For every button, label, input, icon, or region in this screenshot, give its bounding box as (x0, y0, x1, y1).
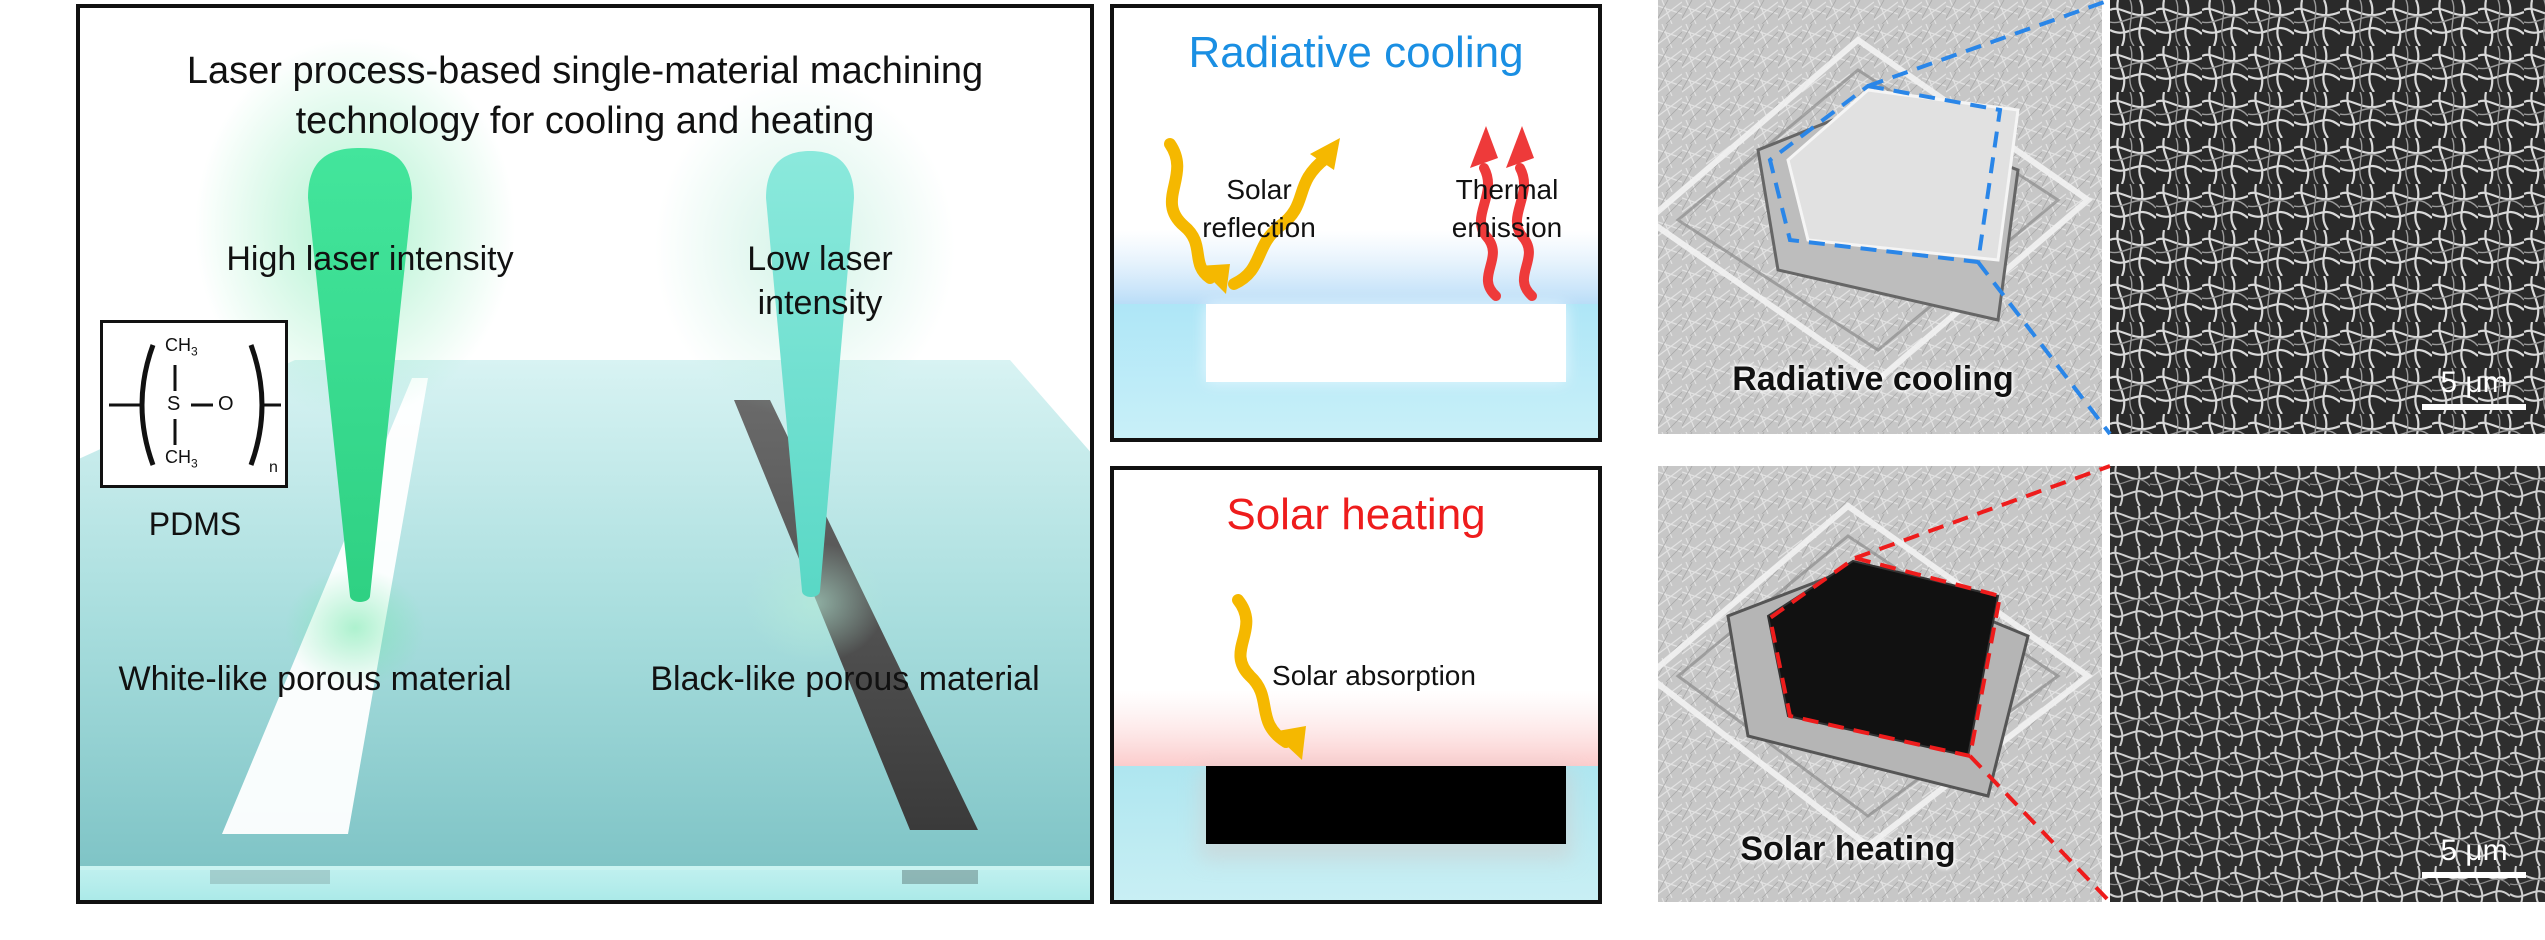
solar-reflection-label-line1: Solar (1226, 174, 1292, 205)
high-laser-label: High laser intensity (226, 240, 514, 278)
solar-absorption-label: Solar absorption (1272, 660, 1476, 691)
solar-incoming-arrow (1164, 138, 1216, 284)
black-coating-block (1206, 766, 1566, 844)
cooling-photo-caption: Radiative cooling (1732, 360, 2014, 398)
laser-process-illustration (80, 38, 1090, 900)
thermal-emission-label-line2: emission (1451, 212, 1563, 243)
solar-reflection-label-line2: reflection (1202, 212, 1316, 243)
white-material-label: White-like porous material (118, 660, 512, 698)
solar-reflected-arrow (1228, 152, 1332, 290)
formula-ch3-top: CH (165, 335, 191, 355)
heating-title: Solar heating (1226, 490, 1486, 539)
cooling-sample-photo: Radiative cooling (1658, 0, 2102, 434)
cooling-title: Radiative cooling (1188, 28, 1524, 77)
solar-absorbed-arrow (1232, 594, 1292, 748)
high-intensity-laser-beam (308, 148, 412, 596)
scale-bar-top (2422, 404, 2526, 410)
thermal-emission-label-line1: Thermal (1455, 174, 1559, 205)
main-title-line2: technology for cooling and heating (295, 100, 875, 142)
low-laser-label-line1: Low laser (747, 240, 893, 278)
scale-bar-top-label: 5 μm (2440, 366, 2508, 399)
low-intensity-laser-beam (766, 151, 854, 591)
black-material-label: Black-like porous material (650, 660, 1040, 698)
formula-n: n (269, 459, 278, 476)
scale-bar-bottom (2422, 872, 2526, 878)
heating-sample-photo: Solar heating (1658, 466, 2102, 902)
formula-ch3-bottom: CH (165, 447, 191, 467)
heating-photo-caption: Solar heating (1740, 830, 1956, 868)
main-diagram-panel: Laser process-based single-material mach… (76, 4, 1094, 904)
radiative-cooling-panel: Radiative cooling Solar reflection Therm… (1110, 4, 1602, 442)
formula-o: O (218, 393, 234, 415)
scale-bar-bottom-label: 5 μm (2440, 834, 2508, 867)
thermal-emission-arrow-right (1511, 163, 1537, 301)
solar-heating-panel: Solar heating Solar absorption (1110, 466, 1602, 904)
thermal-emission-arrow-left (1475, 163, 1501, 301)
formula-si: S (167, 393, 181, 415)
low-laser-label-line2: intensity (757, 284, 883, 322)
sem-image-cooling: 5 μm (2110, 0, 2545, 434)
pdms-label: PDMS (148, 506, 242, 542)
white-coating-block (1206, 304, 1566, 382)
main-title-line1: Laser process-based single-material mach… (186, 50, 984, 92)
pdms-formula-box: CH3 S O CH3 n (100, 320, 288, 488)
sem-image-heating: 5 μm (2110, 466, 2545, 902)
